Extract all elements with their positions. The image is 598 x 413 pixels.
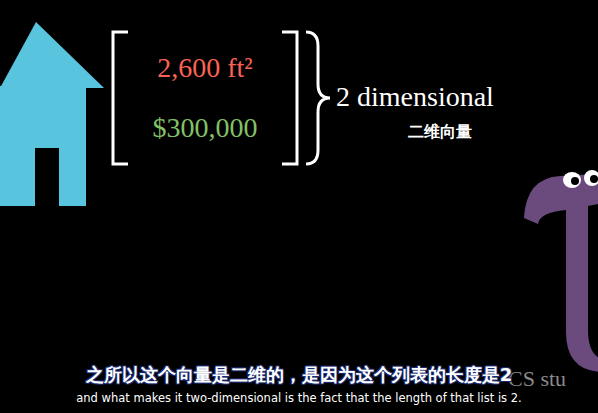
left-bracket	[113, 32, 128, 164]
subtitle-english: and what makes it two-dimensional is the…	[76, 392, 521, 406]
vector-matrix: 2,600 ft² $300,000	[110, 30, 300, 166]
subtitle-chinese: 之所以这个向量是二维的，是因为这个列表的长度是2	[86, 364, 513, 386]
house-icon	[0, 22, 104, 206]
vector-entry: 2,600 ft²	[110, 51, 300, 85]
right-bracket	[282, 32, 297, 164]
matrix-brackets	[110, 30, 300, 166]
chinese-annotation: 二维向量	[408, 122, 472, 141]
character-caption: CS stu	[508, 366, 566, 392]
dimension-label: 2 dimensional	[336, 80, 494, 114]
pi-creature	[524, 170, 598, 372]
curly-brace	[306, 32, 330, 164]
vector-entry: $300,000	[110, 111, 300, 145]
